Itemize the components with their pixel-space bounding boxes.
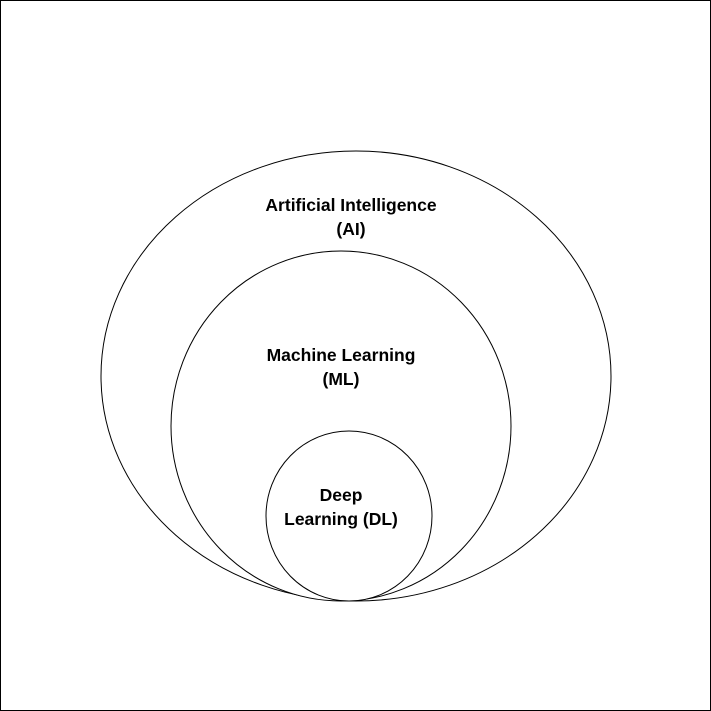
dl-label-line1: Deep <box>319 485 363 505</box>
ml-label: Machine Learning (ML) <box>191 343 491 391</box>
dl-label: Deep Learning (DL) <box>241 483 441 531</box>
dl-label-line2: Learning (DL) <box>284 509 398 529</box>
ai-label-line1: Artificial Intelligence <box>265 195 437 215</box>
dl-circle <box>265 430 433 602</box>
ai-label-line2: (AI) <box>336 219 366 239</box>
ml-label-line1: Machine Learning <box>266 345 416 365</box>
ai-label: Artificial Intelligence (AI) <box>201 193 501 241</box>
ml-label-line2: (ML) <box>322 369 360 389</box>
